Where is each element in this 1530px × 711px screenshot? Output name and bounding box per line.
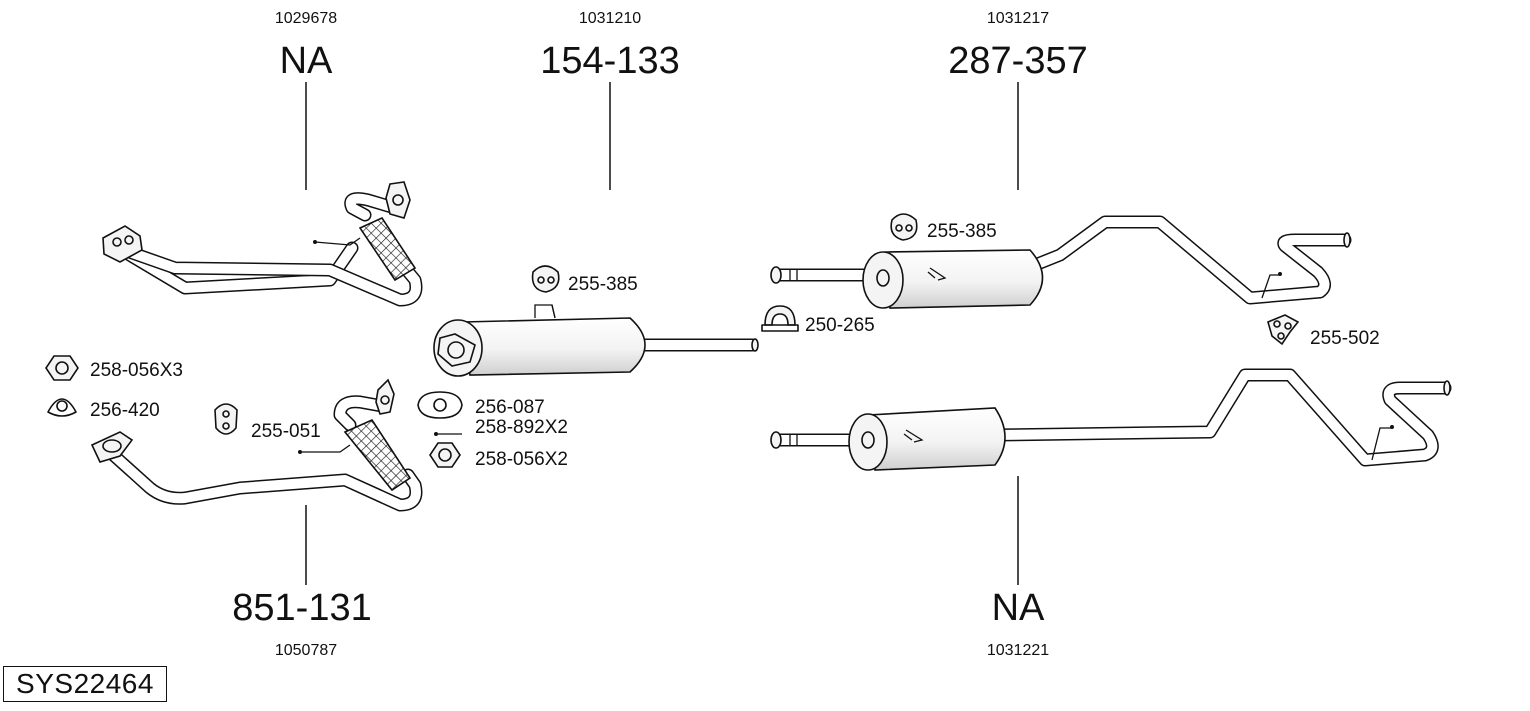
center-muffler-ref: 1031210 <box>579 10 641 27</box>
front-pipe-bottom-group: 851-131 1050787 <box>90 378 423 659</box>
hex-nut-icon <box>45 355 79 381</box>
center-muffler-illustration[interactable] <box>433 304 759 377</box>
clamp-item[interactable]: 250-265 <box>761 305 875 336</box>
hanger-center-label: 255-385 <box>568 274 638 295</box>
rear-muffler-bottom-illustration[interactable] <box>770 368 1452 471</box>
center-muffler-part-number[interactable]: 154-133 <box>540 40 679 82</box>
rear-muffler-top-part-number[interactable]: 287-357 <box>948 40 1087 82</box>
front-pipe-bottom-ref: 1050787 <box>275 642 337 659</box>
hanger-rear-label: 255-385 <box>927 221 997 242</box>
clamp-label: 250-265 <box>805 315 875 336</box>
gasket-icon <box>47 398 77 417</box>
gasket-front-label: 256-420 <box>90 400 160 421</box>
nut-mid-item[interactable]: 258-056X2 <box>429 442 568 470</box>
pipe-clamp-icon <box>764 305 796 326</box>
nut-mid-label: 258-056X2 <box>475 449 568 470</box>
hanger-center-item[interactable]: 255-385 <box>531 265 638 295</box>
front-pipe-bottom-part-number[interactable]: 851-131 <box>232 587 371 629</box>
nut-front-item[interactable]: 258-056X3 <box>45 355 183 381</box>
gasket-mid-label: 256-087 <box>475 397 545 418</box>
rubber-hanger-icon <box>214 403 238 435</box>
rubber-hanger-icon <box>890 213 918 241</box>
system-id: SYS22464 <box>3 666 167 702</box>
bolt-mid-label: 258-892X2 <box>475 417 568 438</box>
hanger-tail-item[interactable]: 255-502 <box>1267 314 1380 349</box>
front-pipe-bottom-illustration[interactable] <box>90 378 423 512</box>
bolt-mid-item[interactable]: 258-892X2 <box>434 417 568 438</box>
front-pipe-top-illustration[interactable] <box>102 181 423 307</box>
nut-front-label: 258-056X3 <box>90 360 183 381</box>
rubber-hanger-icon <box>531 265 560 293</box>
rear-muffler-top-group: 1031217 287-357 <box>770 10 1352 309</box>
rear-muffler-bottom-group: NA 1031221 <box>770 368 1452 659</box>
rear-muffler-top-ref: 1031217 <box>987 10 1049 27</box>
hex-nut-icon <box>429 442 461 468</box>
gasket-front-item[interactable]: 256-420 <box>47 398 160 421</box>
rear-muffler-bottom-ref: 1031221 <box>987 642 1049 659</box>
gasket-mid-item[interactable]: 256-087 <box>417 391 545 419</box>
hanger-front-item[interactable]: 255-051 <box>214 403 321 442</box>
hanger-front-label: 255-051 <box>251 421 321 442</box>
rear-muffler-top-illustration[interactable] <box>770 215 1352 309</box>
rubber-hanger-icon <box>1267 314 1300 346</box>
center-muffler-group: 1031210 154-133 <box>433 10 759 377</box>
rear-muffler-bottom-part-number[interactable]: NA <box>992 587 1045 629</box>
front-pipe-top-part-number[interactable]: NA <box>280 40 333 82</box>
hanger-rear-item[interactable]: 255-385 <box>890 213 997 242</box>
hanger-tail-label: 255-502 <box>1310 328 1380 349</box>
gasket-icon <box>417 391 463 419</box>
front-pipe-top-group: 1029678 NA <box>102 10 423 307</box>
front-pipe-top-ref: 1029678 <box>275 10 337 27</box>
